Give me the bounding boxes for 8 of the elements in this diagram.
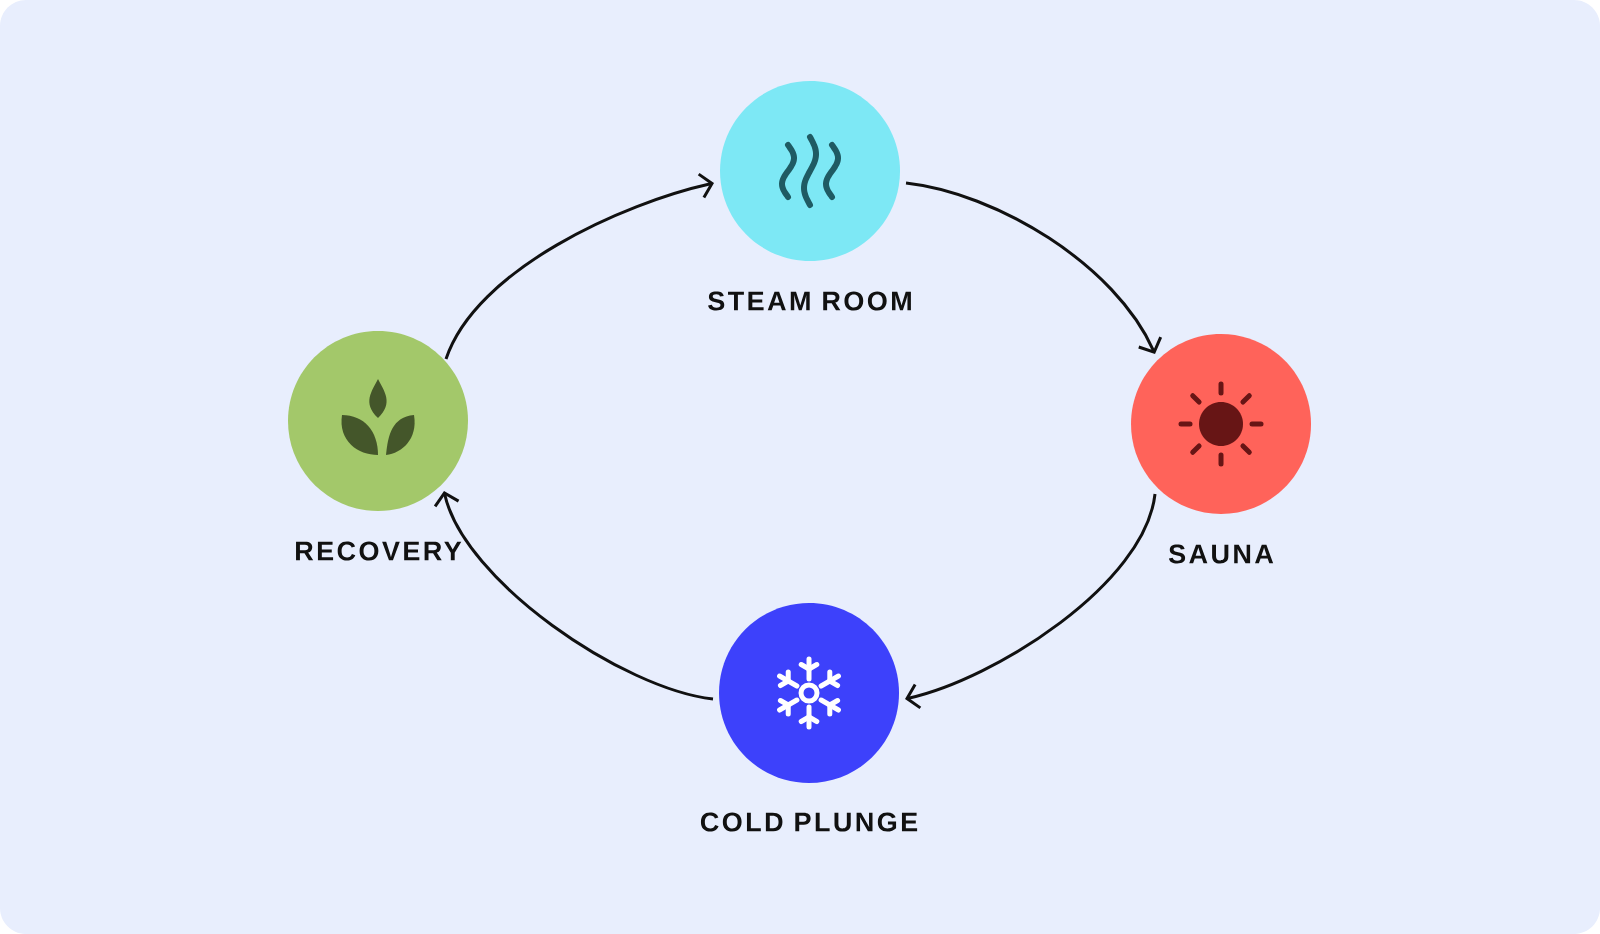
station-label: SAUNA — [1168, 544, 1274, 564]
arrow — [444, 172, 714, 360]
station-label: RECOVERY — [296, 541, 462, 561]
arrow — [905, 493, 1157, 710]
station-label: STEAM ROOM — [708, 291, 911, 311]
arrow — [905, 181, 1163, 354]
arrow — [433, 491, 714, 701]
station-label: COLD PLUNGE — [700, 812, 918, 832]
